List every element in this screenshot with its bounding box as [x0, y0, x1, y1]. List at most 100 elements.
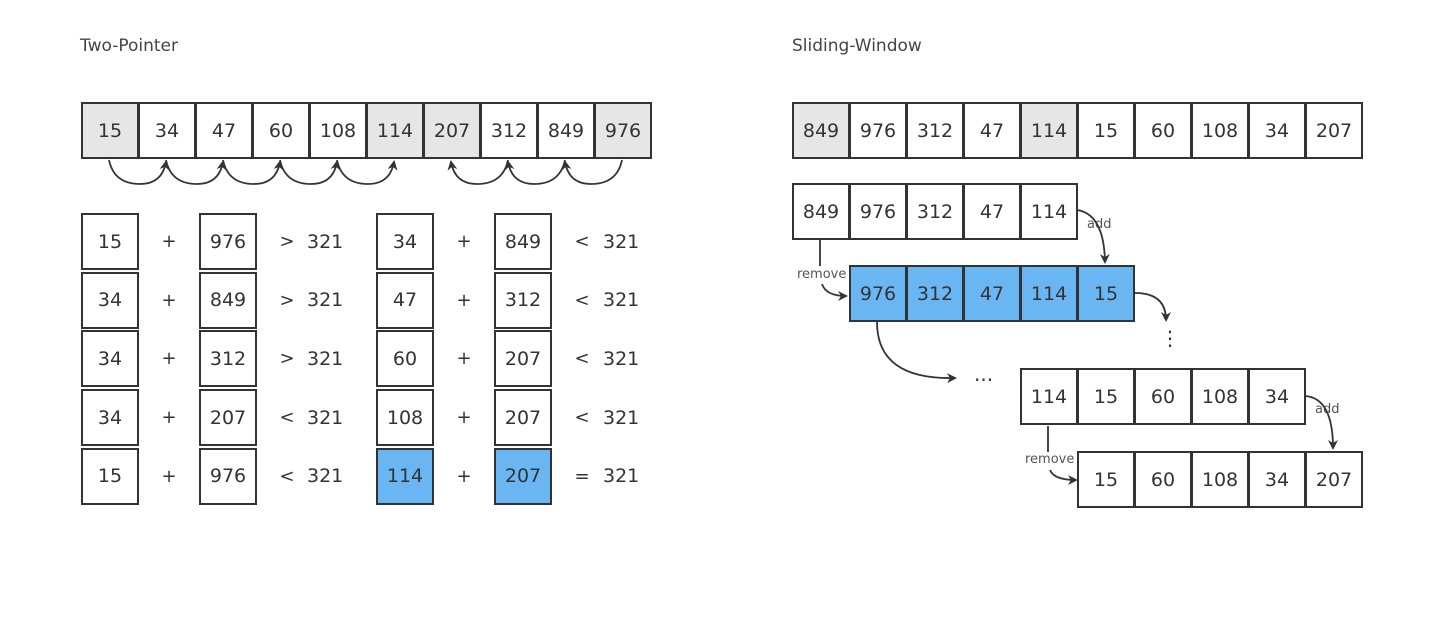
sw-window3-cell: 108: [1191, 368, 1249, 425]
comparison-operator: >: [279, 289, 295, 311]
sw-window3-cell: 60: [1134, 368, 1192, 425]
tp-right-b-cell: 207: [494, 330, 552, 388]
target-value: 321: [307, 230, 344, 253]
sw-array-cell: 34: [1248, 102, 1306, 159]
plus-operator: +: [456, 348, 472, 370]
tp-arc-1: [108, 159, 170, 185]
tp-right-a-cell: 47: [376, 271, 434, 329]
tp-array-cell: 976: [594, 102, 652, 159]
sw-array-cell: 207: [1305, 102, 1363, 159]
tp-right-a-cell: 108: [376, 389, 434, 447]
plus-operator: +: [456, 465, 472, 487]
sw-jump-arrow: [876, 321, 957, 384]
comparison-operator: <: [574, 407, 590, 429]
target-value: 321: [307, 465, 344, 488]
comparison-operator: <: [279, 407, 295, 429]
remove-label-1: remove: [797, 267, 847, 282]
sw-array-cell: 849: [792, 102, 850, 159]
tp-left-a-cell: 15: [81, 213, 139, 270]
tp-right-b-cell: 207: [494, 447, 552, 505]
plus-operator: +: [161, 348, 177, 370]
comparison-operator: <: [574, 231, 590, 252]
add-label-1: add: [1087, 217, 1112, 232]
tp-left-b-cell: 976: [199, 447, 257, 505]
comparison-operator: >: [279, 348, 295, 370]
tp-left-a-cell: 34: [81, 330, 139, 388]
tp-right-b-cell: 312: [494, 271, 552, 329]
target-value: 321: [603, 406, 640, 429]
plus-operator: +: [161, 231, 177, 252]
sw-window3-cell: 15: [1077, 368, 1135, 425]
target-value: 321: [603, 347, 640, 370]
sw-array-cell: 15: [1077, 102, 1135, 159]
comparison-operator: <: [279, 465, 295, 487]
tp-array-cell: 312: [480, 102, 538, 159]
plus-operator: +: [456, 407, 472, 429]
comparison-operator: <: [574, 348, 590, 370]
tp-arc-4: [279, 159, 341, 185]
tp-right-b-cell: 849: [494, 213, 552, 270]
target-value: 321: [603, 465, 640, 488]
tp-left-a-cell: 34: [81, 389, 139, 447]
sw-window1-cell: 312: [906, 183, 964, 240]
sw-add-arrow-2: [1304, 395, 1338, 450]
tp-arc-7: [504, 159, 566, 185]
tp-left-a-cell: 34: [81, 271, 139, 329]
tp-left-b-cell: 849: [199, 271, 257, 329]
tp-right-a-cell: 114: [376, 447, 434, 505]
plus-operator: +: [161, 465, 177, 487]
sw-next-arrow: [1134, 292, 1171, 322]
target-value: 321: [307, 347, 344, 370]
target-value: 321: [307, 289, 344, 312]
tp-arc-6: [561, 159, 623, 185]
sw-window2-cell: 15: [1077, 265, 1135, 322]
sw-add-arrow-1: [1076, 209, 1110, 264]
sw-array-cell: 47: [963, 102, 1021, 159]
sw-remove-arrow-2: [1047, 426, 1076, 480]
sw-window2-cell: 114: [1020, 265, 1078, 322]
sw-window4-cell: 207: [1305, 451, 1363, 508]
tp-arc-5: [336, 159, 398, 185]
sw-remove-arrow-1: [819, 240, 846, 296]
sw-window1-cell: 976: [849, 183, 907, 240]
plus-operator: +: [456, 289, 472, 311]
tp-array-cell: 207: [423, 102, 481, 159]
tp-array-cell: 108: [309, 102, 367, 159]
sw-array-cell: 976: [849, 102, 907, 159]
tp-left-b-cell: 312: [199, 330, 257, 388]
tp-array-cell: 114: [366, 102, 424, 159]
tp-arc-8: [447, 159, 509, 185]
sw-window1-cell: 849: [792, 183, 850, 240]
two-pointer-title: Two-Pointer: [80, 36, 178, 56]
tp-array-cell: 47: [195, 102, 253, 159]
sw-window1-cell: 114: [1020, 183, 1078, 240]
comparison-operator: >: [279, 231, 295, 252]
tp-arc-3: [222, 159, 284, 185]
tp-right-a-cell: 34: [376, 213, 434, 270]
ellipsis-horizontal: ...: [974, 362, 994, 386]
tp-array-cell: 849: [537, 102, 595, 159]
sw-array-cell: 312: [906, 102, 964, 159]
tp-left-b-cell: 207: [199, 389, 257, 447]
target-value: 321: [307, 406, 344, 429]
tp-right-a-cell: 60: [376, 330, 434, 388]
tp-array-cell: 15: [81, 102, 139, 159]
sw-window2-cell: 976: [849, 265, 907, 322]
tp-left-b-cell: 976: [199, 213, 257, 270]
sw-array-cell: 108: [1191, 102, 1249, 159]
tp-left-a-cell: 15: [81, 447, 139, 505]
target-value: 321: [603, 230, 640, 253]
comparison-operator: =: [574, 465, 590, 487]
comparison-operator: <: [574, 289, 590, 311]
sw-window3-cell: 114: [1020, 368, 1078, 425]
add-label-2: add: [1315, 402, 1340, 417]
tp-arc-2: [165, 159, 227, 185]
target-value: 321: [603, 289, 640, 312]
remove-label-2: remove: [1025, 452, 1075, 467]
plus-operator: +: [456, 231, 472, 252]
sw-window1-cell: 47: [963, 183, 1021, 240]
plus-operator: +: [161, 407, 177, 429]
ellipsis-vertical: ⋮: [1160, 326, 1180, 350]
tp-array-cell: 60: [252, 102, 310, 159]
